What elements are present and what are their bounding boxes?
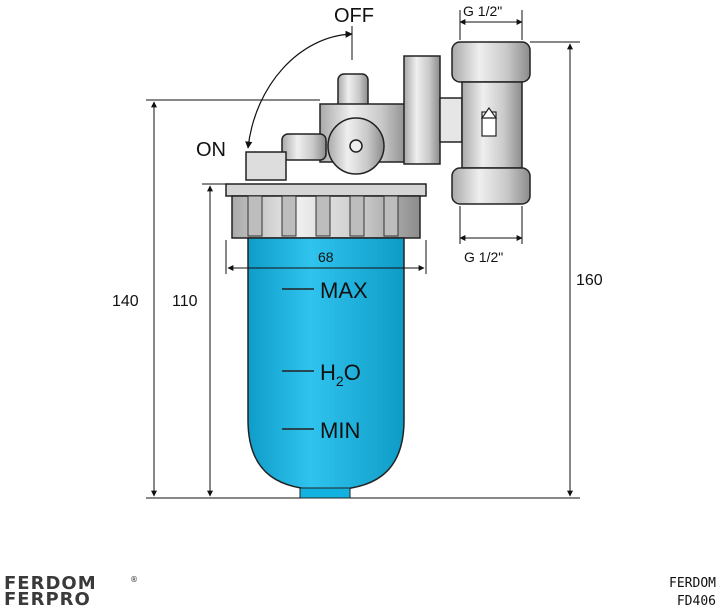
maker-name: FERDOM [669, 576, 716, 591]
rotation-arc [245, 30, 353, 149]
max-label: MAX [320, 278, 368, 303]
inlet-housing [403, 55, 441, 165]
head-rim [225, 183, 427, 197]
head-rib [315, 195, 331, 237]
connector-neck [439, 97, 463, 143]
knob-screw [349, 139, 363, 153]
head-rib [349, 195, 365, 237]
height-160-dimension: 160 [350, 41, 603, 499]
height-110-dimension: 110 [172, 183, 226, 497]
height-160-label: 160 [576, 272, 603, 289]
width-dimension: 68 [225, 240, 427, 274]
height-140-label: 140 [112, 293, 139, 310]
valve-side-nut [245, 151, 287, 181]
on-label: ON [196, 139, 226, 161]
head-rib [281, 195, 297, 237]
min-label: MIN [320, 418, 360, 443]
valve-handle [245, 26, 409, 181]
registered-mark: ® [130, 575, 138, 584]
width-label: 68 [318, 249, 334, 265]
bottom-union-nut [451, 167, 531, 205]
brand-line-2: FERPRO [4, 589, 91, 610]
height-140-dimension: 140 [112, 99, 320, 499]
bottom-thread-dimension: G 1/2" [459, 206, 523, 265]
off-label: OFF [334, 5, 374, 27]
flow-arrow-head-icon [480, 106, 498, 119]
bowl-markings: MAX H2O MIN [282, 278, 368, 443]
head-rib [383, 195, 399, 237]
head-rib [247, 195, 263, 237]
bottom-thread-label: G 1/2" [464, 249, 503, 265]
bowl-drain [299, 487, 351, 499]
height-110-label: 110 [172, 293, 198, 310]
product-code: FD406 [676, 594, 716, 609]
brand-logo: FERDOM FERPRO ® [4, 575, 164, 609]
pipe-connector [403, 41, 531, 205]
top-thread-label: G 1/2" [463, 3, 502, 19]
filter-housing [225, 183, 427, 499]
valve-lever [281, 133, 327, 161]
brand-line-1: FERDOM [4, 573, 97, 594]
top-union-nut [451, 41, 531, 83]
h2o-label: H2O [320, 360, 361, 389]
top-thread-dimension: G 1/2" [459, 3, 523, 40]
